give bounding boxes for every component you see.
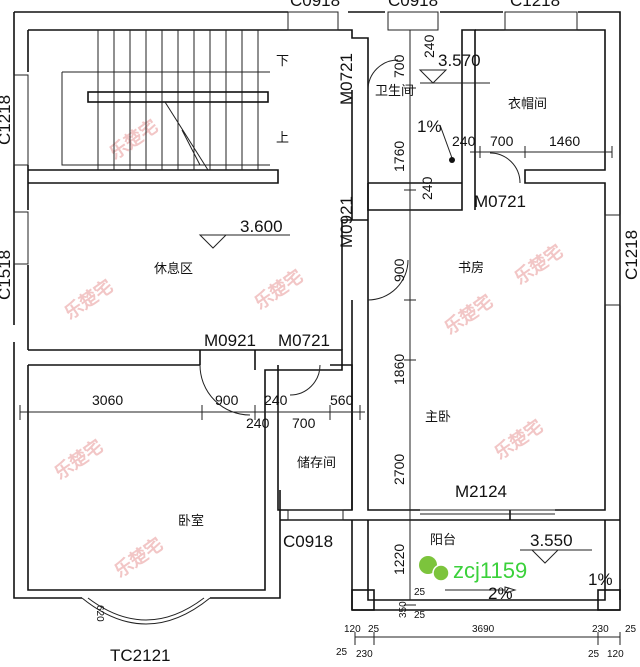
slope-balcony: 2% (488, 584, 513, 603)
watermark: 乐楚宅 (250, 265, 307, 314)
window-code: C1218 (0, 95, 14, 145)
window-code: C0918 (290, 0, 340, 10)
watermark: 乐楚宅 (490, 415, 547, 464)
dimension: 700 (391, 54, 407, 78)
dimension: 900 (215, 392, 239, 408)
dimension: 1860 (391, 354, 407, 385)
door-code: M0921 (337, 196, 356, 248)
dimension: 25 (625, 624, 637, 635)
bay-window (81, 597, 211, 625)
slope-balcony-side: 1% (588, 570, 613, 589)
watermark: 乐楚宅 (510, 240, 567, 289)
windows (13, 11, 621, 625)
wechat-icon (419, 556, 437, 574)
dimension: 25 (414, 587, 426, 598)
dimension: 240 (264, 392, 288, 408)
room-balcony: 阳台 (430, 533, 456, 548)
dimension: 1460 (549, 133, 580, 149)
dimension: 25 (336, 647, 348, 658)
dimension: 620 (94, 605, 105, 622)
dimension: 230 (356, 649, 373, 660)
dimension: 240 (246, 415, 270, 431)
dimension: 350 (398, 601, 409, 618)
dimension: 900 (391, 258, 407, 282)
room-master-bedroom: 主卧 (425, 410, 451, 425)
dimension: 240 (419, 176, 435, 200)
elevation-markers (198, 69, 592, 564)
dimension: 1220 (391, 544, 407, 575)
dimension: 1760 (391, 141, 407, 172)
door-code: M0921 (204, 331, 256, 350)
elevation-bathroom: 3.570 (438, 51, 481, 70)
room-study: 书房 (458, 260, 484, 276)
dimension: 2700 (391, 454, 407, 485)
window (13, 211, 29, 265)
dimension: 700 (292, 415, 316, 431)
dimensions: 700 1760 240 240 240 700 1460 900 1860 2… (92, 34, 637, 660)
dimension: 240 (421, 34, 437, 58)
slope-bathroom: 1% (417, 117, 442, 136)
window (604, 214, 621, 306)
dimension: 700 (490, 133, 514, 149)
room-bedroom: 卧室 (178, 513, 204, 529)
window-code: TC2121 (110, 646, 170, 665)
window (504, 11, 578, 31)
door-code: M0721 (337, 53, 356, 105)
window-code: C1218 (510, 0, 560, 10)
dimension: 25 (368, 624, 380, 635)
dimension: 120 (607, 649, 624, 660)
watermark: 乐楚宅 (60, 275, 117, 324)
window (13, 74, 29, 166)
door-code: M2124 (455, 482, 507, 501)
dimension: 230 (592, 624, 609, 635)
wechat-id: zcj1159 (453, 558, 527, 583)
window (287, 11, 339, 31)
window-code: C1518 (0, 250, 14, 300)
window (287, 509, 344, 521)
watermark: 乐楚宅 (110, 533, 167, 582)
dimension: 240 (452, 133, 476, 149)
watermark: 乐楚宅 (50, 435, 107, 484)
elevation-lounge: 3.600 (240, 217, 283, 236)
staircase: 下 上 (61, 30, 289, 171)
room-bathroom: 卫生间 (375, 84, 414, 99)
window-code: C1218 (622, 230, 640, 280)
door-code: M0721 (278, 331, 330, 350)
dimension: 560 (330, 392, 354, 408)
wechat-watermark: zcj1159 (419, 556, 527, 583)
doors (199, 59, 555, 515)
room-cloakroom: 衣帽间 (508, 96, 547, 112)
dimension: 3060 (92, 392, 123, 408)
dimension: 120 (344, 624, 361, 635)
dimension: 25 (588, 649, 600, 660)
watermark: 乐楚宅 (440, 290, 497, 339)
door-code: M0721 (474, 192, 526, 211)
window-code: C0918 (388, 0, 438, 10)
dimension-lines (19, 30, 621, 645)
walls (13, 11, 621, 611)
dimension: 3690 (472, 624, 495, 635)
window-code: C0918 (283, 532, 333, 551)
window (387, 11, 439, 31)
room-storage: 储存间 (297, 456, 336, 471)
elevation-balcony: 3.550 (530, 531, 573, 550)
room-lounge: 休息区 (154, 261, 193, 277)
dimension: 25 (414, 610, 426, 621)
stair-down-label: 下 (276, 54, 289, 69)
stair-up-label: 上 (276, 131, 289, 146)
